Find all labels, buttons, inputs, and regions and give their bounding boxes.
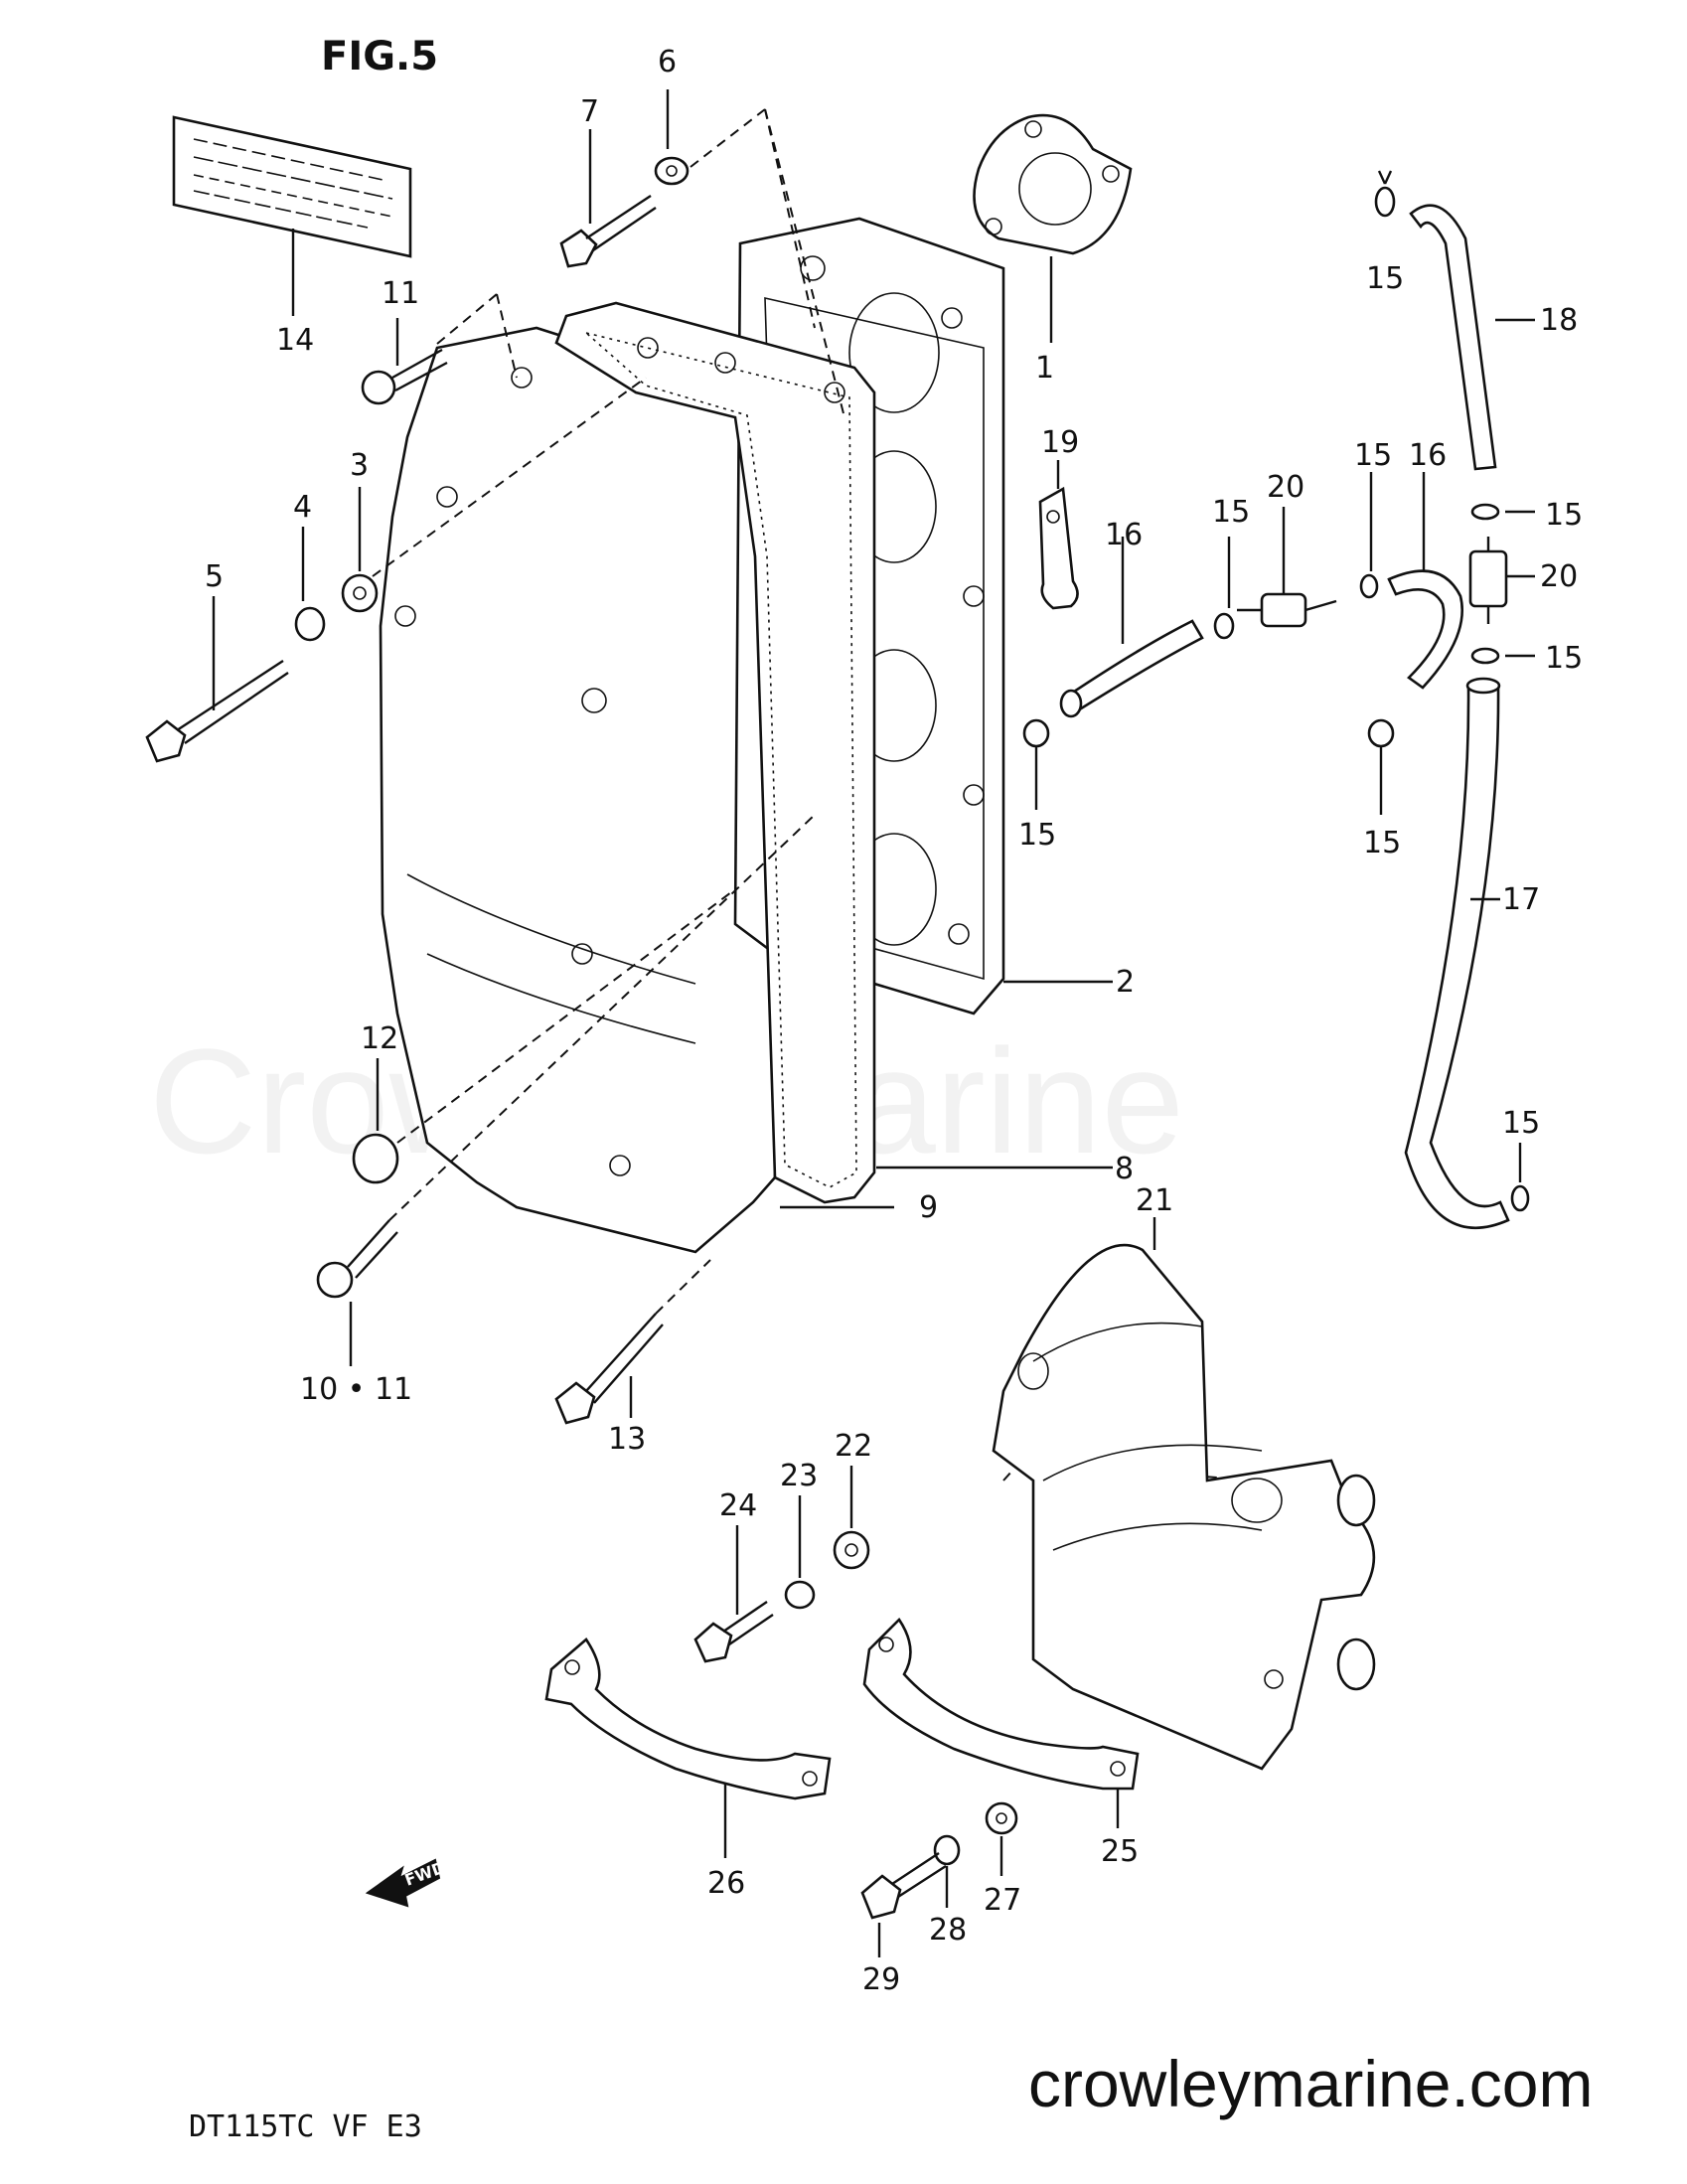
part-27-washer: [985, 1801, 1018, 1876]
part-15-clip-f: [1470, 503, 1535, 521]
part-22-washer: [833, 1466, 870, 1570]
part-5-bolt: [145, 596, 289, 763]
callout-13: 13: [608, 1422, 646, 1457]
callout-15-lower-a: 15: [1018, 818, 1056, 853]
part-25-clamp-band: [862, 1617, 1140, 1828]
callout-15-mid-a: 15: [1212, 495, 1250, 530]
part-19-bracket: [1038, 460, 1079, 610]
part-15-clip-d: [1367, 718, 1395, 815]
part-13-bolt: [554, 1313, 664, 1425]
part-20-inline-filter: [1468, 537, 1535, 624]
part-15-clip-a: [1022, 718, 1050, 810]
part-15-clip-h: [1510, 1143, 1530, 1212]
part-1-cover-gasket: [973, 113, 1133, 343]
part-7-bolt: [559, 129, 657, 268]
callout-27: 27: [984, 1883, 1021, 1918]
part-16-hose-left: [1059, 537, 1204, 718]
part-17-hose-long: [1404, 677, 1510, 1230]
model-code: DT115TC VF E3: [189, 2109, 422, 2144]
part-18-hose-top: [1409, 204, 1535, 471]
callout-16-right: 16: [1409, 438, 1447, 473]
figure-title: FIG.5: [321, 34, 438, 79]
callout-15-mid-b: 15: [1354, 438, 1392, 473]
callout-12: 12: [361, 1021, 398, 1056]
callout-1: 1: [1035, 351, 1054, 386]
part-24-bolt: [693, 1525, 774, 1663]
part-8-gasket: [554, 301, 1113, 1204]
part-29-bolt: [860, 1851, 947, 1957]
callout-21: 21: [1136, 1183, 1173, 1218]
callout-11: 11: [382, 276, 419, 311]
part-21-housing: [992, 1217, 1376, 1771]
part-26-clamp-band: [544, 1638, 832, 1858]
part-20-fuel-filter: [1237, 507, 1337, 628]
callout-15-right-b: 15: [1545, 641, 1583, 676]
callout-24: 24: [719, 1488, 757, 1523]
part-15-clip-b: [1213, 537, 1235, 640]
callout-7: 7: [580, 94, 599, 129]
callout-4: 4: [293, 490, 312, 525]
callout-8: 8: [1115, 1152, 1134, 1186]
part-10-screw: [316, 1219, 398, 1366]
fwd-arrow-icon: FWD: [365, 1858, 448, 1908]
site-url: crowleymarine.com: [1028, 2047, 1593, 2120]
callout-15-top: 15: [1366, 261, 1404, 296]
callout-6: 6: [658, 45, 677, 79]
callout-10-11: 10 • 11: [300, 1372, 412, 1407]
callout-26: 26: [707, 1866, 745, 1901]
callout-labels: 1 2 3 4 5 6 7 8 9 10 • 11 11 12 13 14 15…: [205, 45, 1583, 1997]
callout-29: 29: [862, 1962, 900, 1997]
part-16-hose-right: [1387, 472, 1464, 690]
callout-15-right-a: 15: [1545, 498, 1583, 533]
callout-5: 5: [205, 559, 224, 594]
cylinder-head-cover: [379, 326, 782, 1254]
callout-25: 25: [1101, 1834, 1139, 1869]
part-11-screw-top: [361, 318, 448, 405]
callout-15-lower-b: 15: [1363, 826, 1401, 860]
callout-20-right: 20: [1540, 559, 1578, 594]
callout-2: 2: [1116, 965, 1135, 1000]
part-12-plug: [352, 1058, 399, 1184]
callout-15-bottom: 15: [1502, 1106, 1540, 1141]
part-4-lock-washer: [294, 527, 326, 642]
callout-22: 22: [835, 1429, 872, 1464]
callout-16-left: 16: [1105, 518, 1143, 552]
callout-19: 19: [1041, 425, 1079, 460]
callout-28: 28: [929, 1913, 967, 1948]
callout-9: 9: [919, 1190, 938, 1225]
part-15-clip-g: [1470, 647, 1535, 665]
part-14-label-sticker: [172, 115, 412, 316]
part-28-lock-washer: [933, 1834, 961, 1908]
part-3-washer: [341, 487, 379, 613]
callout-20-mid: 20: [1267, 470, 1304, 505]
part-15-clip-c: [1359, 472, 1379, 599]
callout-17: 17: [1502, 882, 1540, 917]
part-23-lock-washer: [784, 1495, 816, 1610]
part-6-washer: [654, 89, 690, 186]
callout-18: 18: [1540, 303, 1578, 338]
callout-3: 3: [350, 448, 369, 483]
callout-23: 23: [780, 1459, 818, 1493]
callout-14: 14: [276, 323, 314, 358]
part-15-clip-e: [1374, 170, 1396, 218]
